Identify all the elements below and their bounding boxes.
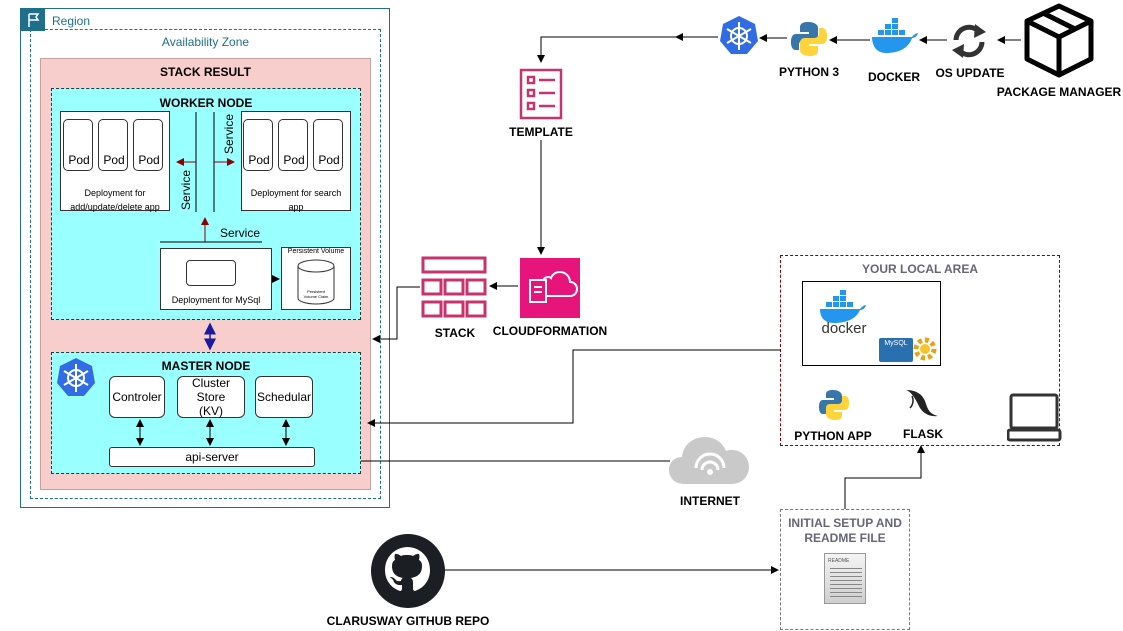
flask-label: FLASK — [903, 427, 943, 441]
region-label: Region — [52, 14, 91, 28]
python3-label: PYTHON 3 — [778, 65, 839, 79]
region-box — [20, 8, 390, 508]
github-label: CLARUSWAY GITHUB REPO — [326, 614, 490, 628]
stack-label: STACK — [434, 326, 476, 340]
kubernetes-pipeline-icon — [720, 16, 758, 54]
api-server-label: api-server — [185, 450, 239, 464]
python-app-icon — [819, 390, 849, 420]
api-server-box: api-server — [109, 447, 315, 467]
deployment-right-label: Deployment for search app — [250, 188, 342, 212]
cloudformation-label: CLOUDFORMATION — [492, 324, 608, 338]
python3-icon — [791, 22, 827, 56]
service-bottom-label: Service — [219, 226, 260, 240]
pod: Pod — [278, 119, 308, 171]
pod: Pod — [98, 119, 128, 171]
initial-setup-title: INITIAL SETUP AND README FILE — [788, 516, 902, 545]
pod: Pod — [313, 119, 343, 171]
region-flag-icon — [21, 9, 45, 31]
gear-icon — [913, 337, 937, 361]
persistent-volume-claim-label: Persistent Volume Claim — [303, 289, 329, 299]
controler-box: Controler — [109, 376, 165, 418]
readme-document-icon: README — [824, 553, 866, 604]
kubernetes-icon — [57, 358, 95, 396]
controler-label: Controler — [112, 390, 162, 404]
schedular-box: Schedular — [255, 376, 313, 418]
pod: Pod — [63, 119, 93, 171]
package-manager-icon — [1024, 3, 1094, 78]
pod: Pod — [243, 119, 273, 171]
initial-setup-box — [780, 509, 910, 630]
stack-result-title: STACK RESULT — [160, 65, 251, 79]
package-manager-label: PACKAGE MANAGER — [996, 85, 1122, 99]
github-icon — [371, 534, 445, 608]
internet-label: INTERNET — [680, 494, 740, 508]
python-app-label: PYTHON APP — [794, 429, 872, 443]
pod: Pod — [133, 119, 163, 171]
docker-icon — [872, 18, 918, 53]
readme-lines — [830, 568, 862, 598]
mysql-icon: MySQL — [879, 338, 913, 362]
internet-cloud-icon — [669, 437, 749, 484]
master-node-title: MASTER NODE — [161, 359, 251, 373]
os-update-label: OS UPDATE — [935, 66, 1005, 80]
cluster-store-box: Cluster Store (KV) — [177, 376, 245, 418]
docker-logo-text: docker — [821, 320, 867, 337]
readme-text: README — [828, 558, 850, 564]
cluster-store-label: Cluster Store (KV) — [191, 376, 230, 418]
deployment-left-label: Deployment for add/update/delete app — [70, 188, 160, 212]
persistent-volume-label: Persistent Volume — [287, 248, 345, 255]
template-label: TEMPLATE — [509, 125, 573, 139]
worker-node-title: WORKER NODE — [159, 96, 253, 110]
flask-icon — [906, 390, 938, 417]
deployment-mysql-label: Deployment for MySql — [171, 295, 261, 305]
local-area-title: YOUR LOCAL AREA — [861, 262, 978, 276]
docker-logo-icon — [820, 290, 866, 323]
os-update-icon — [952, 24, 986, 58]
mysql-pod — [186, 260, 236, 286]
persistent-volume-claim-icon — [297, 259, 335, 305]
docker-label: DOCKER — [867, 70, 920, 84]
schedular-label: Schedular — [256, 390, 312, 404]
availability-zone-box — [30, 29, 381, 499]
stack-icon — [421, 256, 487, 318]
local-area-box — [780, 255, 1060, 446]
availability-zone-label: Availability Zone — [161, 35, 250, 49]
cloudformation-icon — [520, 258, 580, 318]
laptop-icon — [1007, 393, 1062, 442]
template-icon — [519, 68, 563, 120]
